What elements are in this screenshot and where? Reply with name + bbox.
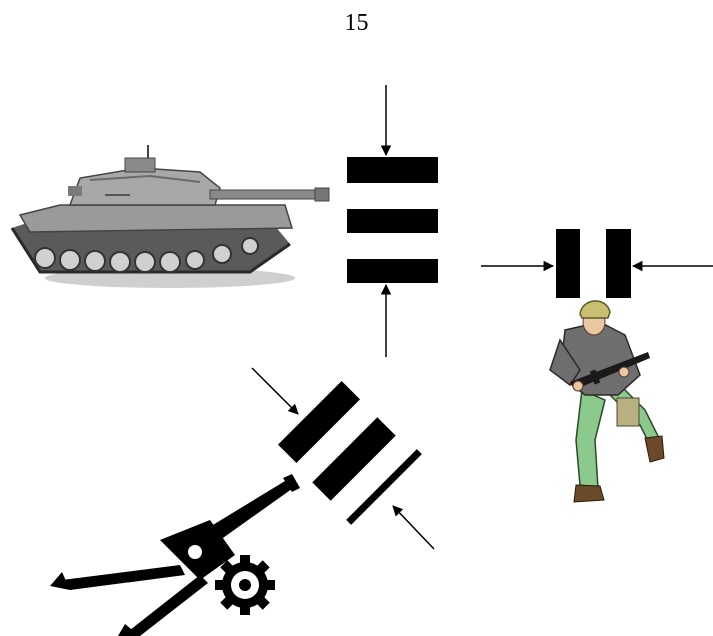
page-number: 15	[344, 10, 369, 36]
soldier-icon	[549, 300, 665, 503]
tank-bars	[347, 157, 438, 283]
bar	[347, 259, 438, 283]
soldier-bars	[556, 229, 631, 298]
bar	[312, 417, 396, 501]
tank-icon	[10, 145, 330, 288]
bar	[347, 157, 438, 183]
artillery-bars	[277, 380, 422, 525]
arrow-diagonal-up	[392, 505, 435, 550]
bar	[277, 380, 361, 464]
arrow-diagonal-down	[251, 367, 299, 415]
bar	[556, 229, 580, 298]
bar	[606, 229, 631, 298]
artillery-icon	[50, 474, 300, 636]
bar	[347, 209, 438, 233]
bar	[346, 449, 422, 525]
